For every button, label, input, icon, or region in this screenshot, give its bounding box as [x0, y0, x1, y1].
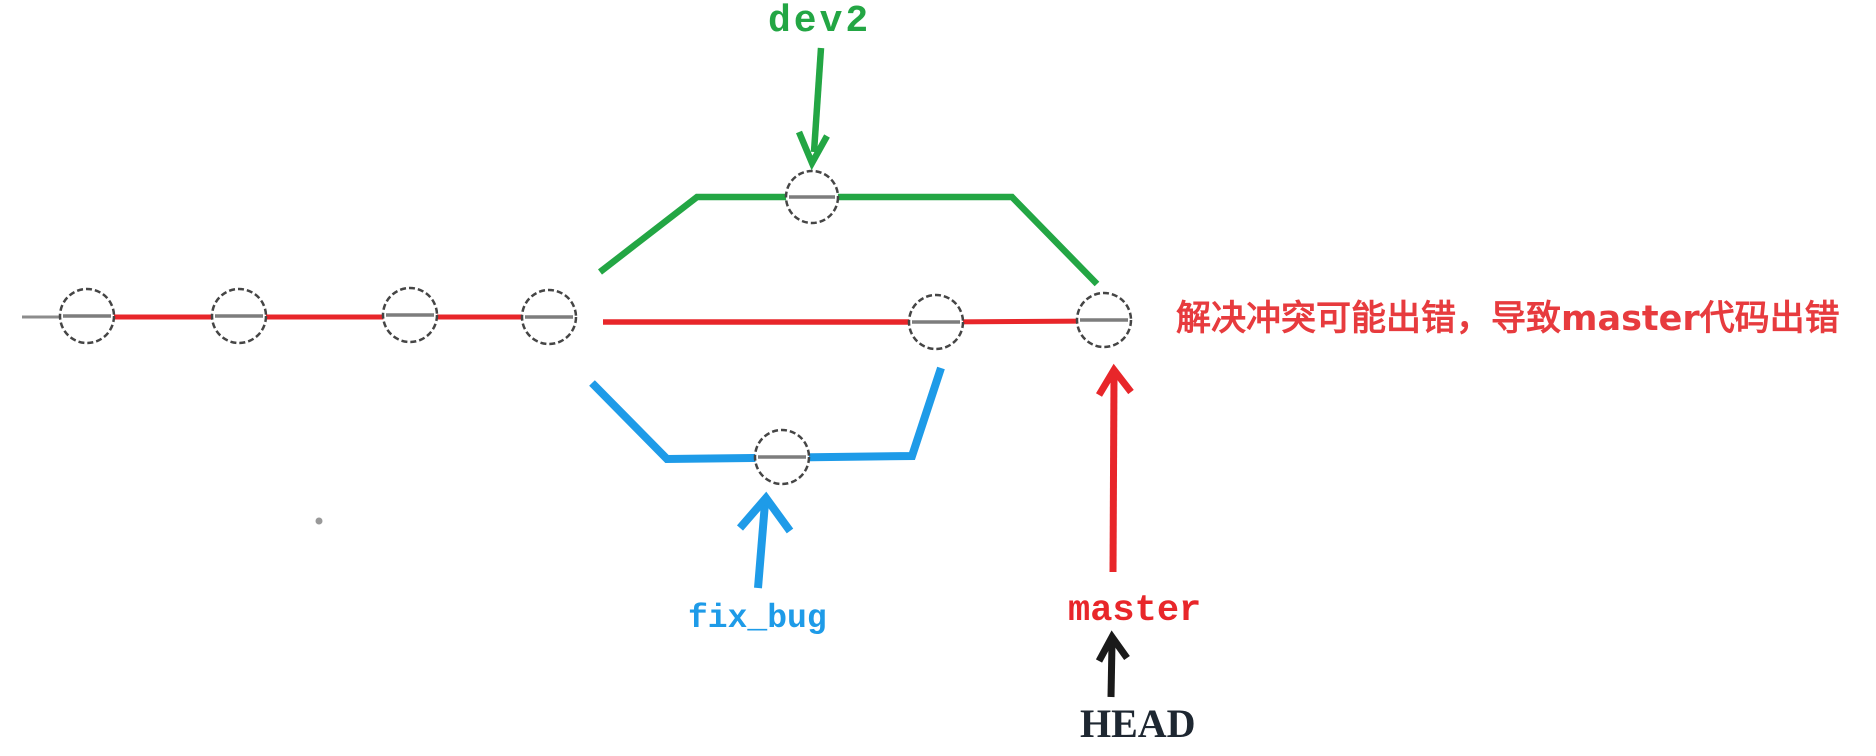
dev2-branch-line	[598, 193, 1100, 287]
stray-dot	[315, 517, 323, 525]
fix-bug-branch-label: fix_bug	[688, 600, 827, 637]
master-branch-label: master	[1068, 590, 1202, 632]
dev2-arrowhead-icon	[796, 130, 830, 171]
master-arrowhead-icon	[1095, 363, 1134, 397]
dev2-branch-label: dev2	[768, 0, 872, 43]
head-label: HEAD	[1080, 701, 1196, 746]
master-arrow	[1095, 363, 1134, 573]
fix-bug-arrow	[736, 491, 794, 589]
head-arrowhead-icon	[1095, 630, 1130, 663]
head-arrow-shaft	[1107, 642, 1116, 698]
fix-bug-arrowhead-icon	[736, 491, 794, 534]
head-arrow	[1095, 630, 1130, 698]
fix-bug-arrow-shaft	[754, 502, 769, 589]
master-arrow-shaft	[1109, 375, 1118, 573]
dev2-arrow	[796, 47, 830, 171]
commit-nodes	[58, 169, 1133, 486]
conflict-annotation-text: 解决冲突可能出错，导致master代码出错	[1176, 299, 1840, 339]
dev2-arrow-shaft	[810, 47, 825, 153]
